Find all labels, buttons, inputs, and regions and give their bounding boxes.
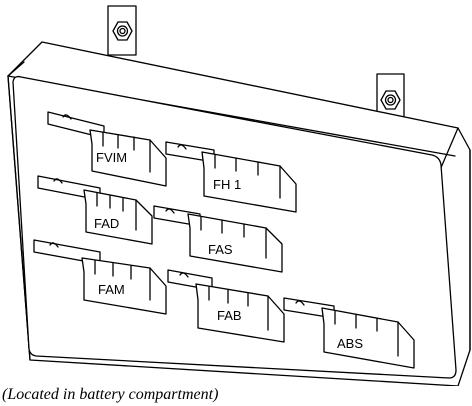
fuse-fas-body: [153, 205, 283, 273]
fuse-fam-body: [33, 239, 167, 315]
fuse-fad-body: [37, 175, 153, 245]
fuse-fab-body: [167, 269, 285, 343]
mounting-bracket-left: [107, 5, 137, 56]
fuse-label: FVIM: [96, 150, 127, 165]
fuse-fab: FAB: [167, 269, 285, 343]
fuse-fad: FAD: [37, 175, 153, 245]
fuse-label: FAM: [98, 282, 125, 297]
fuse-fh1-body: [165, 141, 297, 213]
fuse-fh1: FH 1: [165, 141, 297, 213]
fuse-box-diagram: FVIM FH 1 FAD: [7, 5, 471, 386]
fuse-label: ABS: [337, 336, 363, 351]
fuse-abs-body: [283, 297, 415, 369]
fuse-label: FH 1: [213, 177, 241, 192]
fuse-fvim-body: [47, 111, 167, 187]
fuse-fam: FAM: [33, 239, 167, 315]
fuse-fas: FAS: [153, 205, 283, 273]
fuse-abs: ABS: [283, 297, 415, 369]
fuse-label: FAD: [94, 216, 119, 231]
fuse-fvim: FVIM: [47, 111, 167, 187]
fuse-label: FAS: [208, 242, 233, 257]
caption: (Located in battery compartment): [2, 386, 219, 403]
fuse-label: FAB: [217, 308, 242, 323]
